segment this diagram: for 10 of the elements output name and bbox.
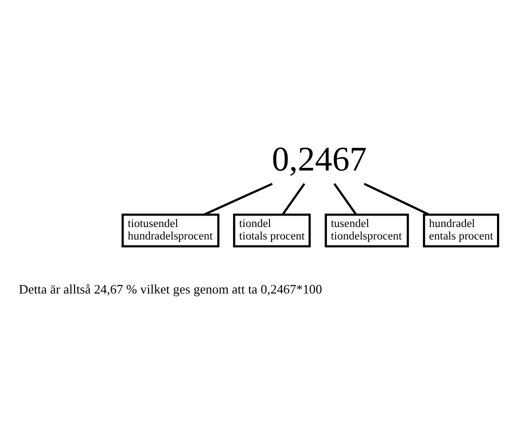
node-box: tusendel tiondelsprocent: [324, 214, 409, 248]
node-box: hundradel entals procent: [422, 214, 500, 248]
label: Detta är alltså 24,67 % vilket ges genom att ta 0,2467*100: [18, 281, 322, 296]
node-box: tiotusendel hundradelsprocent: [122, 214, 220, 248]
connector: [204, 182, 273, 216]
node-box: tiondel tiotals procent: [233, 214, 311, 248]
node-text: 0,2467: [272, 140, 367, 178]
connector: [334, 183, 357, 216]
connector: [282, 183, 306, 216]
connector: [364, 182, 430, 216]
